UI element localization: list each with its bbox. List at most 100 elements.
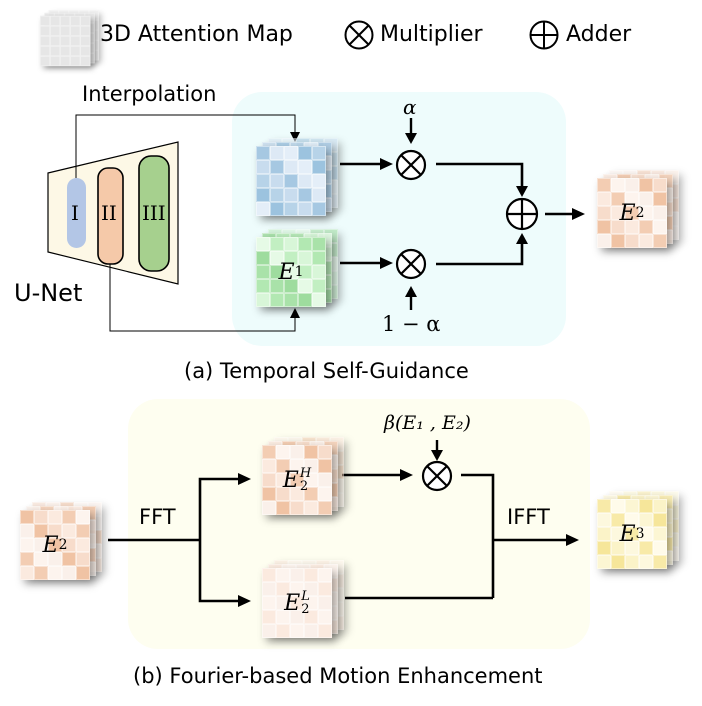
fft-label: FFT: [139, 505, 176, 529]
attention-cell: [276, 487, 290, 501]
attention-cell: [256, 202, 270, 216]
attention-cell: [270, 237, 284, 251]
attention-cell: [284, 160, 298, 174]
attention-cell: [597, 206, 611, 220]
attention-cell: [639, 234, 653, 248]
interpolation-label: Interpolation: [82, 82, 217, 106]
attention-cell: [318, 501, 332, 515]
attention-cell: [60, 35, 71, 46]
attention-map-layer: [20, 510, 90, 580]
attention-cell: [298, 174, 312, 188]
attention-cell: [611, 527, 625, 541]
attention-cell: [304, 473, 318, 487]
attention-cell: [262, 501, 276, 515]
attention-cell: [318, 610, 332, 624]
attention-cell: [262, 445, 276, 459]
attention-cell: [48, 524, 62, 538]
attention-cell: [20, 538, 34, 552]
attention-cell: [597, 499, 611, 513]
attention-map-layer: [256, 146, 326, 216]
attention-cell: [62, 538, 76, 552]
legend-adder-label: Adder: [566, 22, 632, 47]
attention-cell: [312, 293, 326, 307]
attention-cell: [76, 538, 90, 552]
attention-cell: [256, 293, 270, 307]
attention-cell: [80, 15, 91, 26]
attention-cell: [290, 596, 304, 610]
attention-map-layer: [256, 237, 326, 307]
attention-cell: [611, 513, 625, 527]
attention-cell: [290, 582, 304, 596]
attention-cell: [653, 555, 667, 569]
attention-cell: [62, 510, 76, 524]
attention-cell: [80, 35, 91, 46]
attention-cell: [276, 459, 290, 473]
attention-cell: [290, 501, 304, 515]
attention-cell: [284, 237, 298, 251]
attention-cell: [653, 513, 667, 527]
attention-cell: [60, 25, 71, 36]
attention-cell: [639, 192, 653, 206]
alpha-label: α: [403, 95, 417, 119]
attention-cell: [298, 251, 312, 265]
attention-cell: [256, 160, 270, 174]
panel-b-caption: (b) Fourier-based Motion Enhancement: [133, 664, 543, 688]
attention-cell: [304, 624, 318, 638]
attention-cell: [625, 178, 639, 192]
attention-cell: [284, 279, 298, 293]
attention-cell: [304, 459, 318, 473]
attention-map-layer: [262, 568, 332, 638]
attention-cell: [270, 146, 284, 160]
attention-cell: [304, 487, 318, 501]
attention-cell: [298, 237, 312, 251]
attention-cell: [304, 568, 318, 582]
attention-cell: [70, 35, 81, 46]
attention-cell: [298, 265, 312, 279]
attention-cell: [262, 596, 276, 610]
attention-cell: [639, 527, 653, 541]
attention-cell: [50, 25, 61, 36]
attention-cell: [312, 237, 326, 251]
attention-cell: [611, 192, 625, 206]
attention-cell: [318, 568, 332, 582]
attention-cell: [34, 552, 48, 566]
attention-cell: [256, 251, 270, 265]
attention-map-layer: [40, 15, 91, 67]
attention-cell: [256, 279, 270, 293]
attention-cell: [653, 527, 667, 541]
attention-cell: [312, 251, 326, 265]
attention-cell: [318, 487, 332, 501]
interpolation-connector: [75, 114, 296, 178]
attention-cell: [48, 552, 62, 566]
attention-cell: [60, 46, 71, 57]
attention-cell: [312, 265, 326, 279]
attention-cell: [625, 541, 639, 555]
unet-stage-I-label: I: [71, 201, 79, 225]
attention-cell: [20, 566, 34, 580]
attention-cell: [34, 538, 48, 552]
attention-cell: [284, 146, 298, 160]
attention-cell: [270, 188, 284, 202]
attention-cell: [312, 188, 326, 202]
attention-cell: [304, 596, 318, 610]
attention-cell: [270, 160, 284, 174]
attention-cell: [639, 206, 653, 220]
attention-cell: [298, 293, 312, 307]
attention-cell: [304, 582, 318, 596]
attention-cell: [312, 279, 326, 293]
attention-cell: [276, 445, 290, 459]
attention-cell: [611, 234, 625, 248]
unet-stage-III-label: III: [142, 201, 166, 225]
attention-cell: [80, 56, 91, 67]
attention-map-layer: [597, 499, 667, 569]
attention-cell: [653, 220, 667, 234]
attention-cell: [276, 624, 290, 638]
attention-cell: [625, 220, 639, 234]
attention-cell: [597, 192, 611, 206]
attention-cell: [276, 596, 290, 610]
panel-a-caption: (a) Temporal Self-Guidance: [184, 359, 469, 383]
